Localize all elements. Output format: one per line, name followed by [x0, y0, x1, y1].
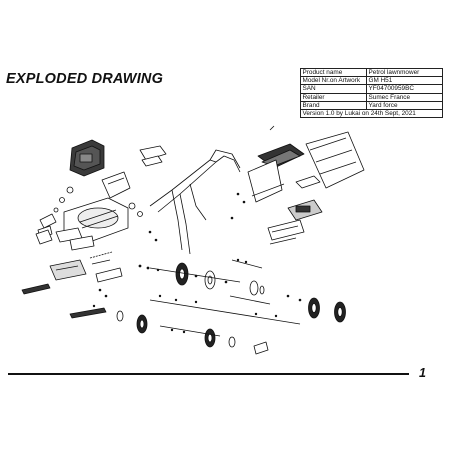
- exploded-drawing: [21, 125, 365, 355]
- front-wheel-left: [175, 262, 189, 286]
- product-info-table: Product name Petrol lawnmower Model Nr.o…: [300, 67, 443, 119]
- table-row: Product name Petrol lawnmower: [300, 67, 443, 78]
- table-row: Retailer Sumec France: [300, 92, 443, 102]
- row-label: SAN: [300, 84, 367, 94]
- table-row: Model Nr.on Artwork GM H51: [300, 76, 443, 86]
- rear-wheel-left: [308, 297, 320, 319]
- spring-parts: [89, 251, 123, 283]
- grass-catcher: [295, 131, 365, 189]
- row-value: GM H51: [366, 76, 443, 86]
- rear-flap: [49, 259, 87, 281]
- deck-accessories: [35, 227, 95, 251]
- axles: [149, 259, 301, 337]
- cutting-blade: [21, 283, 107, 319]
- row-value: Yard force: [366, 100, 443, 111]
- front-wheel-right: [204, 270, 216, 290]
- lower-wheel-a: [136, 314, 148, 334]
- row-label: Brand: [300, 100, 367, 111]
- engine-illustration: [69, 139, 105, 177]
- version-line: Version 1.0 by Lukai on 24th Sept, 2021: [300, 109, 443, 119]
- table-row: Brand Yard force: [300, 100, 443, 111]
- row-value: Petrol lawnmower: [366, 67, 443, 78]
- rear-wheel-right: [334, 301, 346, 323]
- table-row: Version 1.0 by Lukai on 24th Sept, 2021: [300, 109, 443, 119]
- page-number: 1: [419, 366, 426, 380]
- handle-assembly: [149, 149, 241, 255]
- row-label: Retailer: [300, 92, 367, 102]
- cover-part: [267, 199, 323, 245]
- page-title: EXPLODED DRAWING: [6, 71, 164, 87]
- grass-box-frame: [247, 125, 305, 203]
- small-wheel-c: [116, 280, 265, 348]
- row-label: Model Nr.on Artwork: [300, 76, 367, 86]
- row-value: Sumec France: [366, 92, 443, 102]
- footer-rule: [8, 373, 409, 375]
- lower-wheel-b: [204, 328, 216, 348]
- row-label: Product name: [300, 67, 367, 78]
- row-value: YF04700959BC: [366, 84, 443, 94]
- small-bracket: [253, 341, 269, 355]
- table-row: SAN YF04700959BC: [300, 84, 443, 94]
- fasteners: [92, 192, 302, 334]
